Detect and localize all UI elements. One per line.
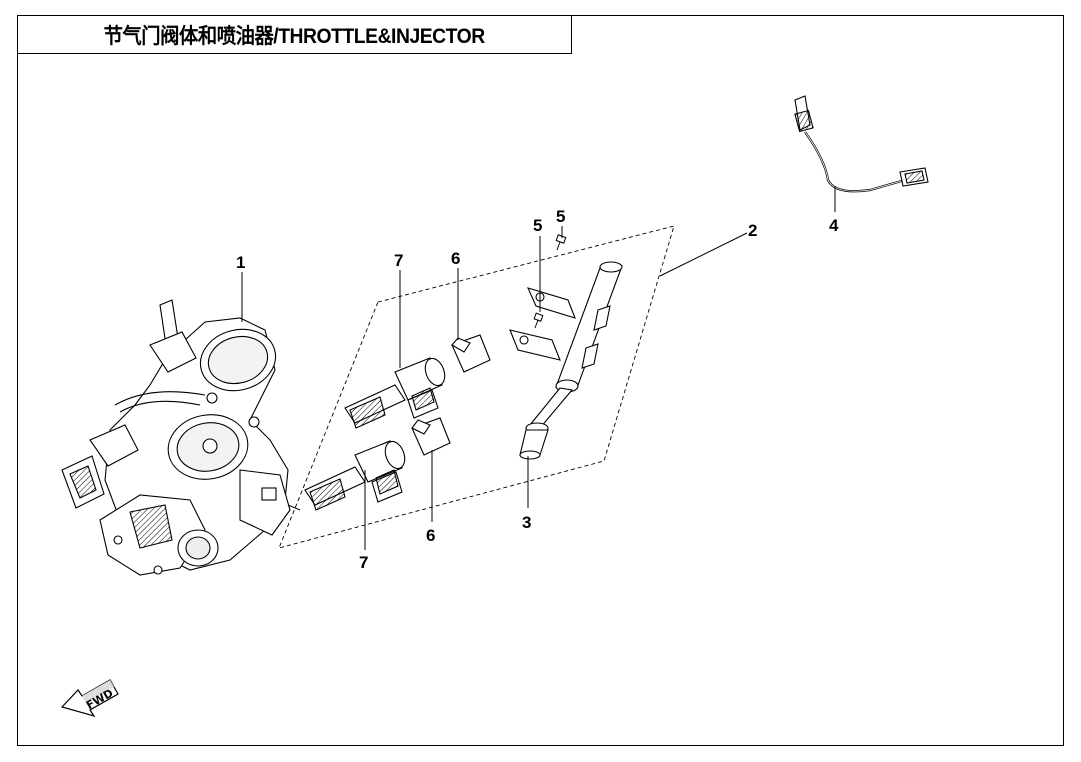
leader-lines — [241, 186, 836, 550]
fuel-pipe-icon — [519, 387, 574, 460]
leader-2 — [659, 232, 748, 277]
screw-icon — [533, 234, 567, 329]
leader-throttle-to-boundary — [287, 504, 301, 511]
title-box: 节气门阀体和喷油器/THROTTLE&INJECTOR — [17, 15, 572, 54]
callout-6b: 6 — [426, 526, 435, 545]
callout-3: 3 — [522, 513, 531, 532]
injector-clip-icon — [411, 334, 491, 456]
assembly-boundary — [278, 225, 675, 549]
callout-4: 4 — [829, 216, 839, 235]
callout-5a: 5 — [533, 216, 542, 235]
diagram-title: 节气门阀体和喷油器/THROTTLE&INJECTOR — [103, 24, 486, 48]
fuel-rail-icon — [509, 261, 623, 393]
callout-7a: 7 — [394, 251, 403, 270]
sensor-cable-icon — [794, 95, 929, 193]
callout-5b: 5 — [556, 207, 565, 226]
callout-7b: 7 — [359, 553, 368, 572]
throttle-body-icon — [61, 299, 291, 576]
callout-2: 2 — [748, 221, 757, 240]
callout-6a: 6 — [451, 249, 460, 268]
forward-arrow-icon: FWD — [60, 679, 119, 718]
callout-1: 1 — [236, 253, 245, 272]
